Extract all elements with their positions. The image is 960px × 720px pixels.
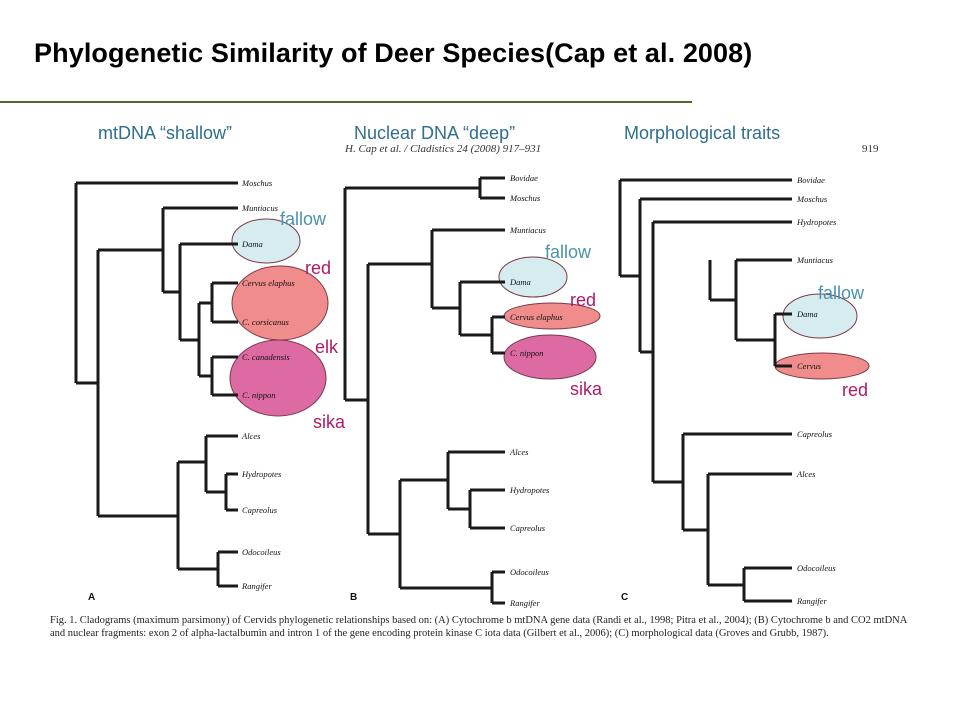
taxon-label-c-8: Odocoileus (797, 563, 836, 573)
panel-letter-c: C (621, 592, 628, 603)
taxon-label-c-7: Alces (796, 469, 816, 479)
taxon-label-b-2: Muntiacus (509, 225, 547, 235)
taxon-label-a-8: Hydropotes (241, 469, 282, 479)
ellipse-a-sika (229, 339, 327, 417)
branch-b (490, 570, 505, 605)
annotation-a-elk: elk (315, 337, 339, 357)
taxon-label-b-9: Odocoileus (510, 567, 549, 577)
branch-b (490, 315, 505, 355)
branch-b (430, 228, 505, 310)
taxon-label-a-4: C. corsicanus (242, 317, 289, 327)
branch-c (742, 566, 792, 603)
taxon-label-b-10: Rangifer (509, 598, 540, 608)
ellipse-b-dama (498, 256, 568, 298)
taxon-label-b-5: C. nippon (510, 348, 544, 358)
taxon-label-b-7: Hydropotes (509, 485, 550, 495)
branch-c (651, 220, 792, 484)
annotation-b-red: red (570, 290, 597, 310)
annotation-a-sika: sika (313, 412, 346, 432)
branch-b (478, 176, 505, 200)
taxon-label-a-5: C. canadensis (242, 352, 290, 362)
branch-b (446, 450, 505, 511)
taxon-label-b-1: Moschus (509, 193, 541, 203)
taxon-label-c-4: Dama (796, 309, 818, 319)
branch-a (74, 181, 212, 385)
ellipse-a-dama (231, 218, 301, 264)
ellipse-c-dama (782, 293, 858, 339)
branch-a (224, 472, 238, 512)
branch-c (734, 258, 792, 342)
taxon-label-c-1: Moschus (796, 194, 828, 204)
panel-c-header: Morphological traits (624, 123, 781, 143)
annotation-a-red: red (305, 258, 332, 278)
taxon-label-b-8: Capreolus (510, 523, 546, 533)
branch-a (204, 434, 238, 494)
branch-a (161, 206, 193, 294)
taxon-label-a-2: Dama (241, 239, 263, 249)
branch-c (618, 178, 792, 278)
panel-b-header: Nuclear DNA “deep” (354, 123, 516, 143)
taxon-label-b-6: Alces (509, 447, 529, 457)
annotation-c-fallow: fallow (818, 283, 865, 303)
taxon-label-c-0: Bovidae (797, 175, 825, 185)
taxon-label-b-3: Dama (509, 277, 531, 287)
taxon-label-c-9: Rangifer (796, 596, 827, 606)
branch-b (398, 478, 492, 590)
journal-running-head: H. Cap et al. / Cladistics 24 (2008) 917… (345, 143, 542, 155)
journal-page-number: 919 (862, 143, 879, 155)
branch-a (178, 242, 212, 342)
branch-a (197, 301, 212, 378)
taxon-label-a-3: Cervus elaphus (242, 278, 295, 288)
taxon-label-a-0: Moschus (241, 178, 273, 188)
taxon-label-b-4: Cervus elaphus (510, 312, 563, 322)
branch-a (96, 248, 178, 518)
taxon-label-a-10: Odocoileus (242, 547, 281, 557)
branch-b (468, 488, 505, 530)
taxon-label-c-3: Muntiacus (796, 255, 834, 265)
annotation-a-fallow: fallow (280, 209, 327, 229)
taxon-label-c-2: Hydropotes (796, 217, 837, 227)
taxon-label-c-6: Capreolus (797, 429, 833, 439)
branch-b (458, 280, 505, 337)
panel-letter-b: B (350, 592, 357, 603)
taxon-label-a-1: Muntiacus (241, 203, 279, 213)
taxon-label-c-5: Cervus (797, 361, 822, 371)
panel-letter-a: A (88, 592, 95, 603)
annotation-b-fallow: fallow (545, 242, 592, 262)
annotation-b-sika: sika (570, 379, 603, 399)
taxon-label-a-11: Rangifer (241, 581, 272, 591)
panel-a-header: mtDNA “shallow” (98, 123, 233, 143)
taxon-label-b-0: Bovidae (510, 173, 538, 183)
branch-a (216, 550, 238, 588)
branch-b (343, 186, 480, 402)
title-underline (0, 101, 692, 103)
annotation-c-red: red (842, 380, 869, 400)
ellipse-b-sika (503, 334, 597, 380)
taxon-label-a-7: Alces (241, 431, 261, 441)
taxon-label-a-9: Capreolus (242, 505, 278, 515)
branch-a (176, 460, 218, 571)
figure-caption: Fig. 1. Cladograms (maximum parsimony) o… (50, 615, 907, 639)
taxon-label-a-6: C. nippon (242, 390, 276, 400)
slide-title: Phylogenetic Similarity of Deer Species(… (34, 38, 753, 68)
branch-c (681, 432, 792, 532)
